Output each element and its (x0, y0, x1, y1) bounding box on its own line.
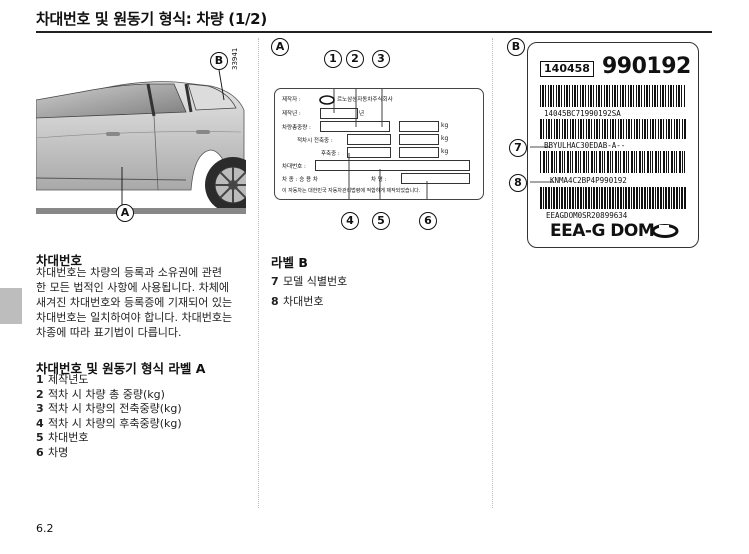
gross-weight-box (320, 121, 390, 132)
rear-axle-label: 후축중 : (321, 151, 340, 157)
kg-unit: kg (441, 135, 449, 142)
barcode-3 (540, 151, 686, 173)
callout-a-car: A (116, 204, 134, 222)
vin-code: KNMA4C2BP4P990192 (550, 176, 627, 185)
barcode-1 (540, 85, 686, 107)
model-label: 차 종 : 승 용 차 (282, 177, 318, 183)
year-label: 제작년 : (282, 111, 301, 117)
small-code: 140458 (540, 61, 594, 77)
callout-6: 6 (419, 212, 437, 230)
callout-3: 3 (372, 50, 390, 68)
label-plate-b: 140458 990192 14045BC71990192SA BBYULHAC… (527, 42, 699, 248)
label-b-heading: 라벨 B (271, 255, 308, 270)
kg-unit: kg (441, 148, 449, 155)
barcode-4 (540, 187, 686, 209)
big-code: 990192 (602, 54, 691, 79)
vin-desc-line: 차종에 따라 표기법이 다릅니다. (36, 326, 182, 339)
page-number: 6.2 (36, 522, 54, 535)
callout-1: 1 (324, 50, 342, 68)
callout-b-plate: B (507, 38, 525, 56)
front-axle-box (347, 134, 391, 145)
callout-8: 8 (509, 174, 527, 192)
vin-heading: 차대번호 (36, 253, 83, 268)
vin-desc-line: 새겨진 차대번호와 등록증에 기재되어 있는 (36, 296, 233, 309)
barcode-2 (540, 119, 686, 139)
kg-unit: kg (441, 122, 449, 129)
plate-b-leaders (530, 146, 554, 183)
vin-box (315, 160, 470, 171)
model-id: BBYULHAC30EDAB-A-- (544, 141, 626, 150)
maker-label: 제작자 : (282, 97, 301, 103)
dom-code: EEA-G DOM (550, 221, 655, 241)
maker-name: 르노삼성자동차주식회사 (337, 97, 393, 103)
title-rule (36, 31, 712, 33)
maker-logo-icon (651, 224, 679, 238)
label-plate-a: 제작자 : 르노삼성자동차주식회사 제작년 : 년 차량총중량 : kg 적차시… (274, 88, 484, 200)
gross-weight-box-2 (399, 121, 439, 132)
year-unit: 년 (359, 111, 365, 117)
barcode-1-text: 14045BC71990192SA (544, 109, 621, 118)
bottom-code: EEAGDOM0SR20899634 (546, 211, 628, 220)
plate-a-footer: 이 자동차는 대한민국 자동차관리법령에 적합하게 제작되었습니다. (282, 188, 421, 194)
callout-4: 4 (341, 212, 359, 230)
callout-2: 2 (346, 50, 364, 68)
column-divider (492, 38, 493, 508)
figure-ref-number: 33941 (231, 47, 239, 70)
front-axle-box-2 (399, 134, 439, 145)
column-divider (258, 38, 259, 508)
name-box (401, 173, 470, 184)
callout-7: 7 (509, 139, 527, 157)
vin-desc-line: 한 모든 법적인 사항에 사용됩니다. 차체에 (36, 281, 230, 294)
name-label: 차 명 : (371, 177, 387, 183)
callout-a-plate: A (271, 38, 289, 56)
rear-axle-box-2 (399, 147, 439, 158)
vin-desc-line: 차대번호는 일치하여야 합니다. 차대번호는 (36, 311, 233, 324)
vin-desc-line: 차대번호는 차량의 등록과 소유권에 관련 (36, 266, 223, 279)
gross-weight-label: 차량총중량 : (282, 125, 311, 131)
year-box (320, 108, 358, 119)
label-a-heading: 차대번호 및 원동기 형식 라벨 A (36, 361, 206, 376)
callout-b-car: B (210, 52, 228, 70)
section-thumb-tab (0, 288, 22, 324)
callout-5: 5 (372, 212, 390, 230)
vin-label-plate: 차대번호 : (282, 164, 306, 170)
page-title: 차대번호 및 원동기 형식: 차량 (1/2) (36, 10, 267, 28)
rear-axle-box (347, 147, 391, 158)
vin-description: 차대번호는 차량의 등록과 소유권에 관련 한 모든 법적인 사항에 사용됩니다… (36, 265, 251, 340)
front-axle-label: 적차시 전축중 : (297, 138, 333, 144)
